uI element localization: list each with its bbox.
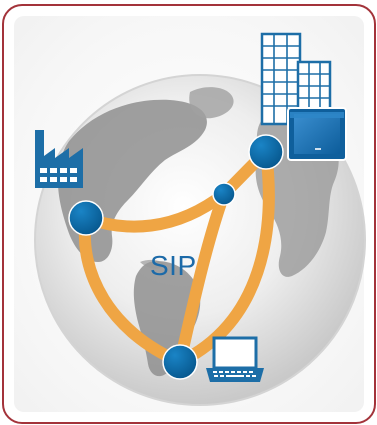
factory-icon bbox=[35, 130, 83, 188]
sip-label: SIP bbox=[150, 250, 197, 281]
laptop-icon bbox=[206, 336, 264, 382]
videophone-icon bbox=[287, 107, 347, 161]
network-nodes bbox=[68, 134, 284, 380]
node-hub bbox=[212, 182, 236, 206]
link-factory-to-laptop-outer bbox=[78, 212, 186, 368]
greenland-landmass bbox=[189, 87, 234, 119]
node-office bbox=[248, 134, 284, 170]
link-hub-to-laptop bbox=[174, 188, 230, 368]
cuba-landmass bbox=[140, 259, 166, 269]
node-factory bbox=[68, 200, 104, 236]
node-laptop bbox=[162, 344, 198, 380]
link-office-to-laptop bbox=[174, 146, 275, 368]
